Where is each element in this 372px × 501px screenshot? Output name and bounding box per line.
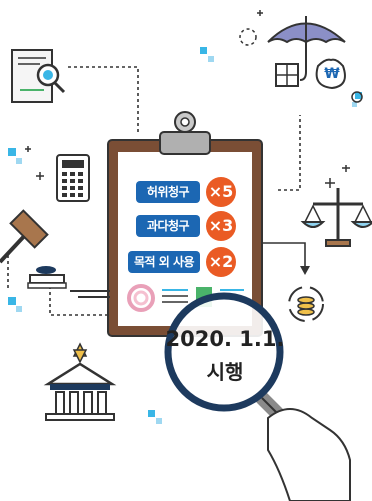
won-icon: ₩ (324, 66, 340, 82)
court-building-icon (43, 342, 117, 421)
effective-date: 2020. 1.1. (165, 327, 285, 351)
penalty-label-over-claim: 과다청구 (136, 215, 200, 237)
certificate-document-icon (11, 49, 66, 103)
sparkle-marks (25, 10, 350, 188)
decorative-squares (8, 47, 362, 424)
multiplier-badge-5: ×5 (206, 177, 236, 207)
dotted-connectors (7, 66, 301, 316)
penalty-label-misuse: 목적 외 사용 (128, 251, 200, 273)
small-ring (351, 91, 363, 103)
scales-icon (300, 188, 372, 247)
multiplier-badge-2: ×2 (206, 247, 236, 277)
gavel-icon (0, 209, 67, 289)
multiplier-badge-3: ×3 (206, 211, 236, 241)
magnifier-icon (164, 292, 351, 501)
clipboard-lines (70, 290, 110, 298)
calculator-icon (56, 154, 90, 202)
dashed-ring (239, 28, 257, 46)
coin-cycle-icon (245, 242, 324, 322)
penalty-label-false-claim: 허위청구 (136, 181, 200, 203)
umbrella-money-icon (267, 16, 346, 90)
effective-label: 시행 (206, 360, 244, 384)
